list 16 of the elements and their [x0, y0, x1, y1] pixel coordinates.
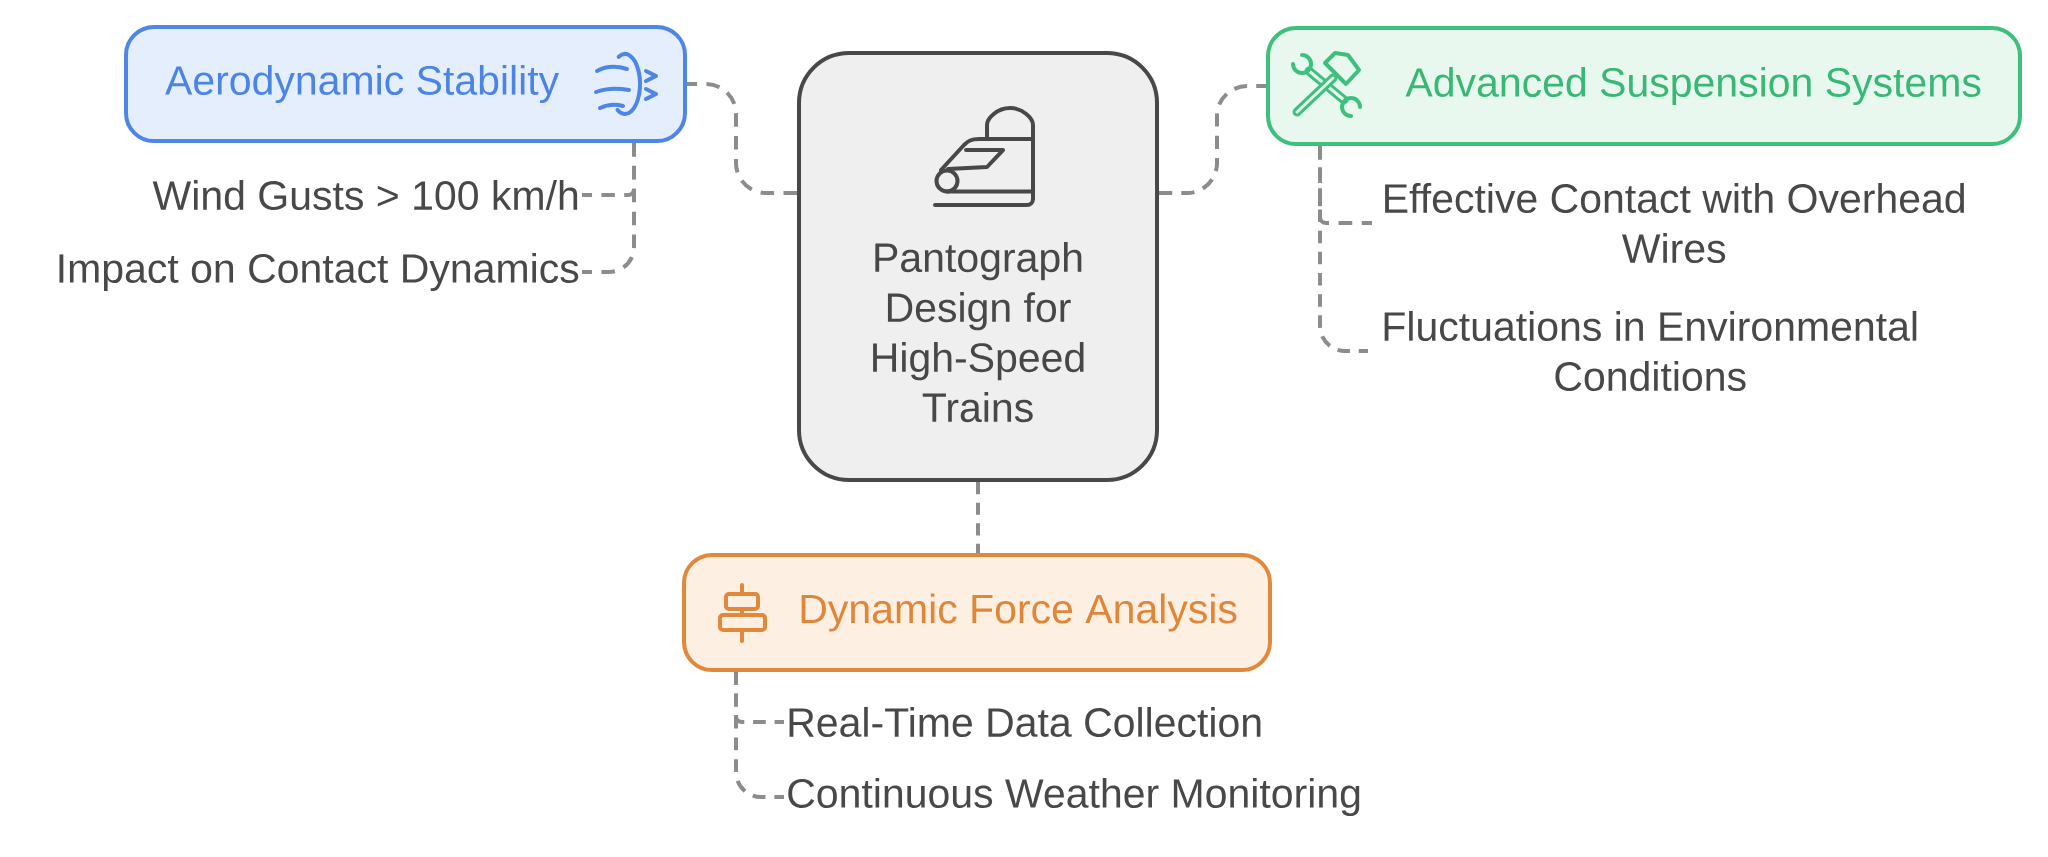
branch-text: Impact on Contact Dynamics — [59, 252, 579, 292]
branch-text: Fluctuations in Environmental Conditions — [1384, 310, 1917, 392]
topic-box: Aerodynamic Stability — [124, 25, 687, 143]
branch-text: Real-Time Data Collection — [789, 706, 1261, 738]
dashed-connector — [734, 672, 784, 799]
dashed-connector — [976, 482, 980, 553]
dashed-connector — [1318, 146, 1368, 353]
rounded-box: Pantograph Design for High-Speed Trains — [797, 51, 1159, 482]
branch-text: Effective Contact with Overhead Wires — [1385, 182, 1964, 264]
branch-text: Continuous Weather Monitoring — [788, 777, 1360, 817]
dashed-connector — [687, 82, 797, 195]
topic-box: Dynamic Force Analysis — [682, 553, 1272, 672]
topic-box: Advanced Suspension Systems — [1266, 26, 2022, 146]
dashed-connector — [582, 143, 636, 274]
dashed-connector — [1159, 84, 1266, 195]
branch-text: Wind Gusts > 100 km/h — [152, 179, 578, 211]
